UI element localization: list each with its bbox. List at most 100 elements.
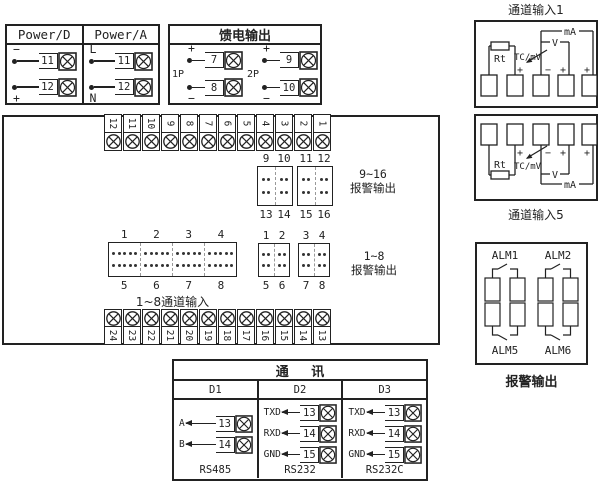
terminal-number: 9 — [164, 120, 176, 127]
wire — [93, 60, 115, 62]
terminal-screw-icon — [134, 51, 153, 71]
power-d-terminal-11: − 11 — [12, 43, 77, 73]
channel-input-caption: 1~8通道输入 — [135, 295, 210, 309]
comm-terminal: RXD 14 — [348, 424, 422, 443]
terminal-number: 13 — [300, 404, 320, 421]
terminal-number: 13 — [385, 404, 405, 421]
pin-label: 11 — [299, 152, 313, 165]
terminal-number: 5 — [240, 120, 252, 127]
power-a-terminal-12: N 12 — [88, 75, 154, 103]
terminal-screw-icon — [104, 131, 122, 151]
comm-col-d2: TXD 13 RXD 14 GND 15 RS232 — [256, 400, 342, 478]
terminal-number: 3 — [278, 120, 290, 127]
comm-terminal: TXD 13 — [348, 403, 422, 422]
polarity-label: + — [188, 41, 195, 56]
comm-col-d3: TXD 13 RXD 14 GND 15 RS232C — [341, 400, 426, 478]
terminal-screw-icon — [180, 308, 198, 328]
pin-label: 2 — [278, 229, 286, 242]
wire-arrow — [365, 451, 386, 456]
terminal-screw-icon — [142, 131, 160, 151]
terminal-number: 14 — [215, 436, 235, 453]
v-label: V — [552, 170, 558, 181]
wire-dot — [12, 58, 17, 64]
wire — [93, 86, 115, 88]
terminal-screw-icon — [294, 131, 312, 151]
terminal-cell: 10 — [142, 114, 160, 151]
terminal-number: 14 — [300, 425, 320, 442]
plus-label: + — [517, 65, 523, 76]
terminal-screw-icon — [404, 403, 422, 422]
terminal-screw-icon — [275, 131, 293, 151]
power-d-terminal-12: + 12 — [12, 75, 77, 103]
channel1-schematic: Rt TC/mV V mA + − + + — [474, 20, 598, 108]
signal-label: RXD — [263, 428, 281, 439]
rt-label: Rt — [494, 160, 506, 171]
alarm-relay-schematic: ALM1 ALM2 ALM5 ALM6 — [475, 242, 588, 365]
feed-terminal-10: − 10 — [262, 76, 318, 104]
terminal-number: 12 — [38, 79, 58, 95]
terminal-cell: 9 — [161, 114, 179, 151]
terminal-cell: 23 — [123, 308, 141, 345]
power-a-header: Power/A — [83, 26, 158, 45]
comm-terminal: A 13 — [179, 414, 253, 433]
terminal-screw-icon — [224, 51, 243, 70]
polarity-label: − — [263, 91, 270, 106]
terminal-cell: 19 — [199, 308, 217, 345]
terminal-screw-icon — [142, 308, 160, 328]
comm-box: 通 讯 D1 D2 D3 A 13 B 14 RS485 — [172, 359, 428, 481]
terminal-screw-icon — [123, 131, 141, 151]
signal-label: TXD — [263, 407, 281, 418]
alm1-label: ALM1 — [492, 249, 519, 262]
terminal-number: 15 — [300, 446, 320, 463]
wire-arrow — [184, 441, 216, 446]
terminal-number: 16 — [259, 329, 271, 342]
terminal-screw-icon — [404, 445, 422, 464]
comm-type-label: RS485 — [199, 464, 232, 476]
comm-col-d2-header: D2 — [256, 381, 342, 398]
power-d-header: Power/D — [7, 26, 82, 45]
signal-label: TXD — [348, 407, 366, 418]
wire — [192, 86, 205, 89]
top-terminal-strip: 12 11 10 9 8 7 6 5 4 3 2 1 — [104, 114, 331, 151]
pin-label: 6 — [278, 279, 286, 292]
terminal-number: 23 — [126, 329, 138, 342]
terminal-cell: 17 — [237, 308, 255, 345]
polarity-arrow-icon — [526, 57, 533, 63]
terminal-number: 12 — [115, 79, 134, 95]
feed-terminal-8: − 8 — [187, 76, 243, 104]
terminal-number: 12 — [107, 117, 119, 130]
comm-type-label: RS232C — [365, 464, 404, 476]
feed-group-2p: 2P + 9 − 10 — [245, 43, 320, 104]
comm-col-d1-header: D1 — [209, 383, 222, 396]
terminal-cell: 22 — [142, 308, 160, 345]
terminal-screw-icon — [294, 308, 312, 328]
wire-arrow — [280, 430, 301, 435]
caption-range: 1~8 — [363, 249, 385, 263]
terminal-screw-icon — [57, 77, 77, 97]
terminal-screw-icon — [234, 414, 253, 433]
terminal-screw-icon — [218, 308, 236, 328]
comm-col-d3-header: D3 — [341, 381, 426, 398]
pin-block — [297, 166, 333, 206]
terminal-cell: 20 — [180, 308, 198, 345]
feed-terminal-9: + 9 — [262, 43, 318, 72]
plus-label: + — [584, 148, 590, 159]
pin-label: 7 — [302, 279, 310, 292]
bottom-terminal-strip: 24 23 22 21 20 19 18 17 16 15 14 13 — [104, 308, 331, 345]
polarity-label: + — [13, 90, 20, 105]
terminal-cell: 14 — [294, 308, 312, 345]
terminal-number: 19 — [202, 329, 214, 342]
terminal-screw-icon — [237, 131, 255, 151]
wire-dot — [187, 85, 192, 91]
pin-label: 3 — [185, 228, 192, 241]
terminal-screw-icon — [299, 78, 318, 97]
caption-text: 报警输出 — [351, 263, 397, 278]
comm-terminal: TXD 13 — [264, 403, 338, 422]
alarm-relay-title: 报警输出 — [505, 375, 558, 390]
